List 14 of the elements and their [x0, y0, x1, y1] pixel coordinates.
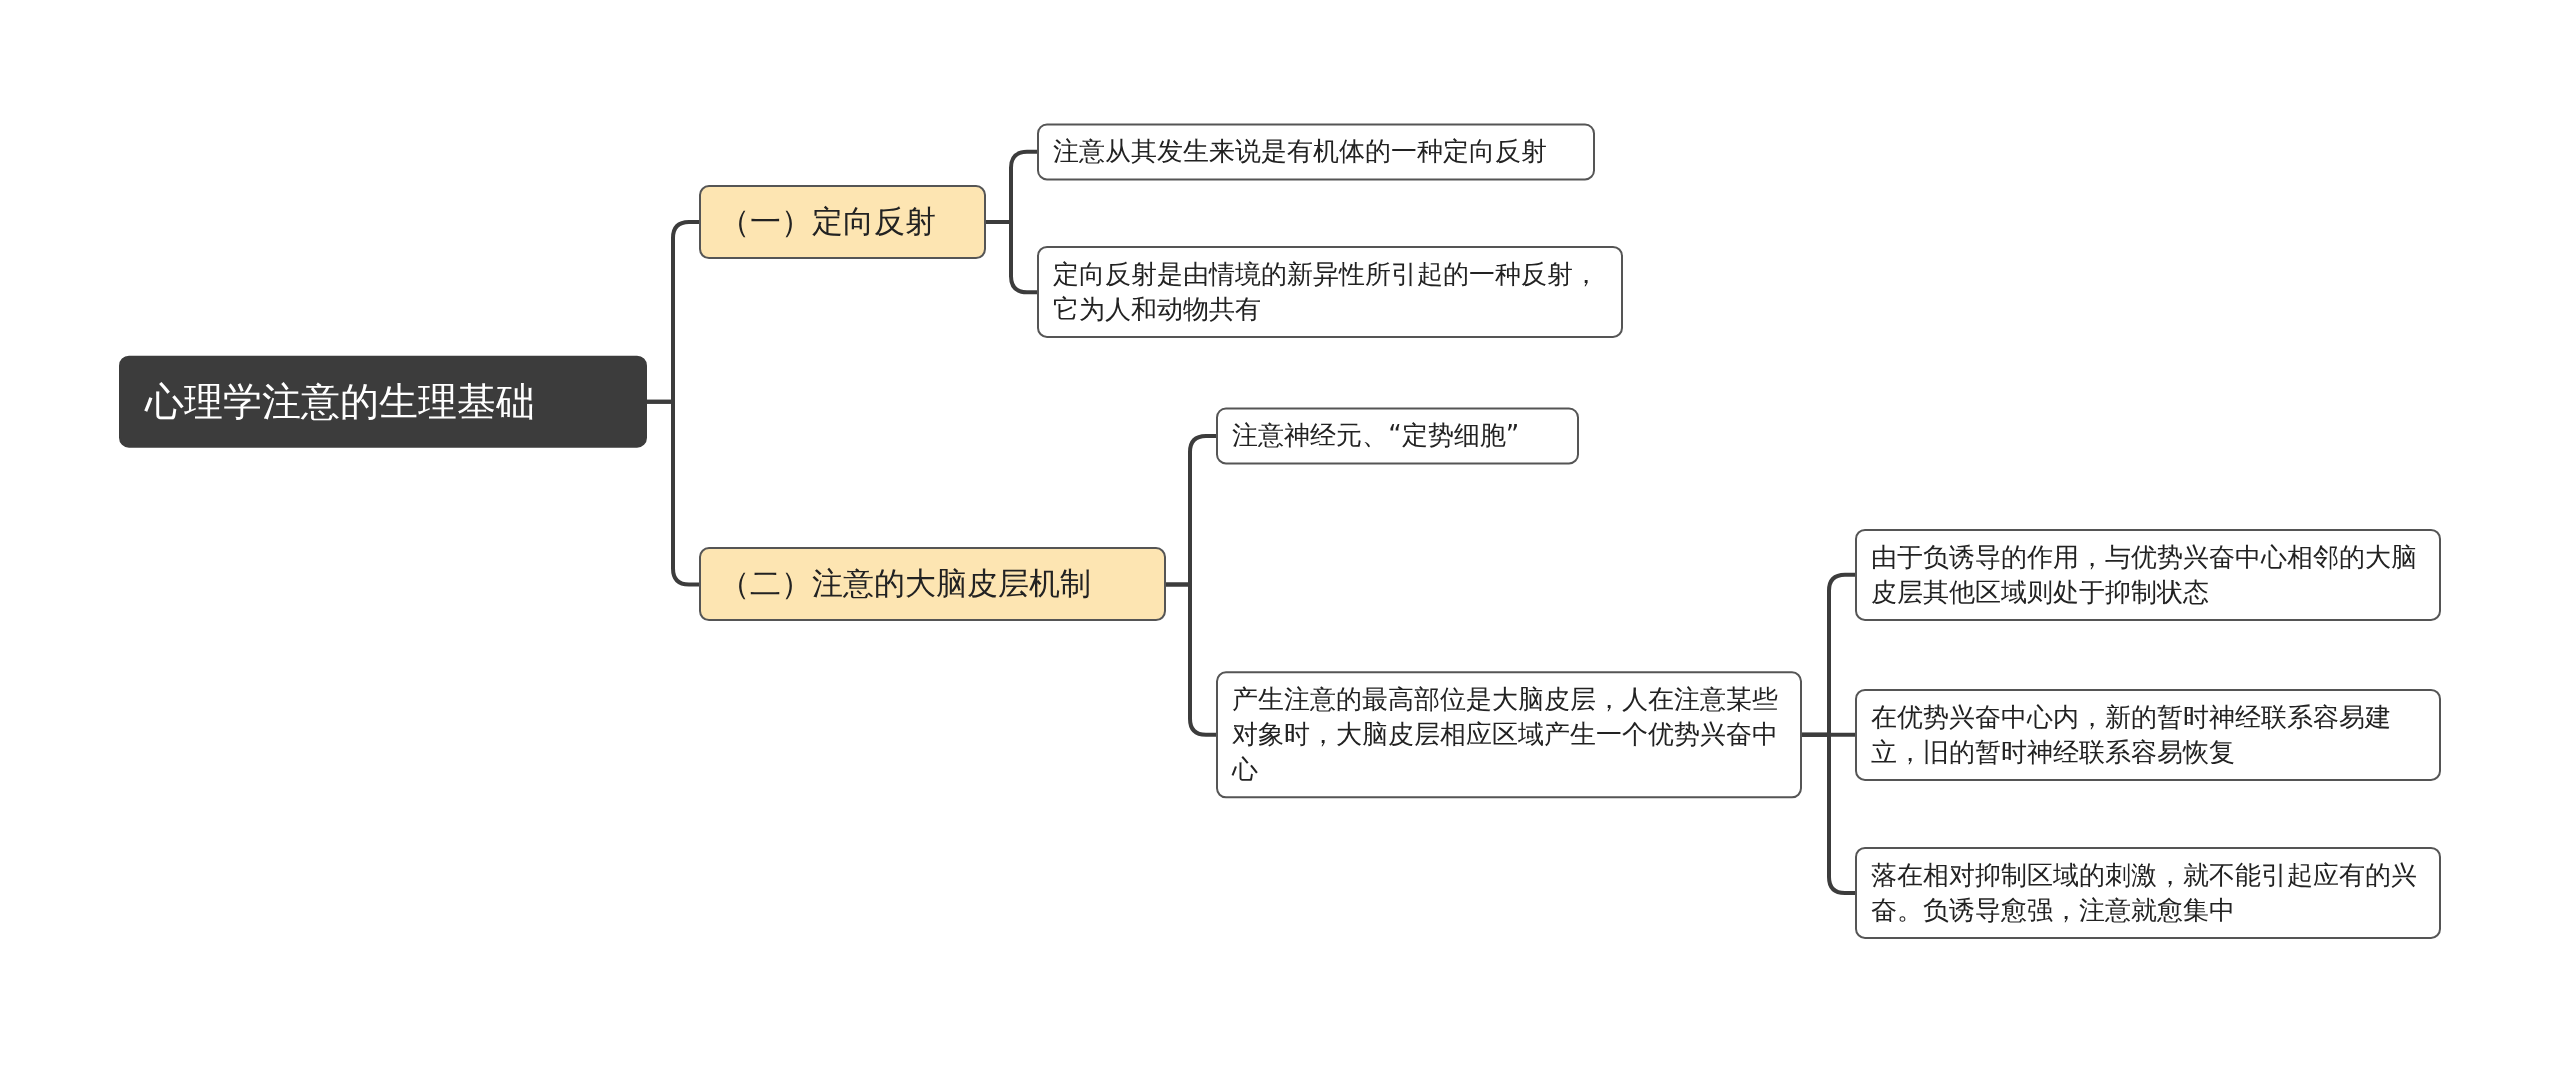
connector-line — [986, 220, 1037, 295]
branch-topic-box: （一）定向反射 — [698, 185, 987, 259]
connector-line — [1802, 732, 1855, 896]
leaf-topic-box: 落在相对抑制区域的刺激，就不能引起应有的兴奋。负诱导愈强，注意就愈集中 — [1854, 846, 2441, 940]
leaf-topic-box: 在优势兴奋中心内，新的暂时神经联系容易建立，旧的暂时神经联系容易恢复 — [1854, 688, 2441, 781]
connector-line — [646, 399, 699, 587]
leaf-topic-box: 定向反射是由情境的新异性所引起的一种反射，它为人和动物共有 — [1036, 246, 1623, 339]
connector-line — [1166, 582, 1216, 737]
root-topic-box: 心理学注意的生理基础 — [119, 355, 647, 448]
leaf-topic-box: 注意从其发生来说是有机体的一种定向反射 — [1036, 123, 1596, 181]
leaf-topic-box: 产生注意的最高部位是大脑皮层，人在注意某些对象时，大脑皮层相应区域产生一个优势兴奋中心 — [1216, 671, 1803, 799]
leaf-topic-box: 注意神经元、“定势细胞” — [1216, 407, 1579, 465]
branch-topic-box: （二）注意的大脑皮层机制 — [698, 547, 1166, 622]
leaf-topic-box: 由于负诱导的作用，与优势兴奋中心相邻的大脑皮层其他区域则处于抑制状态 — [1854, 528, 2441, 621]
